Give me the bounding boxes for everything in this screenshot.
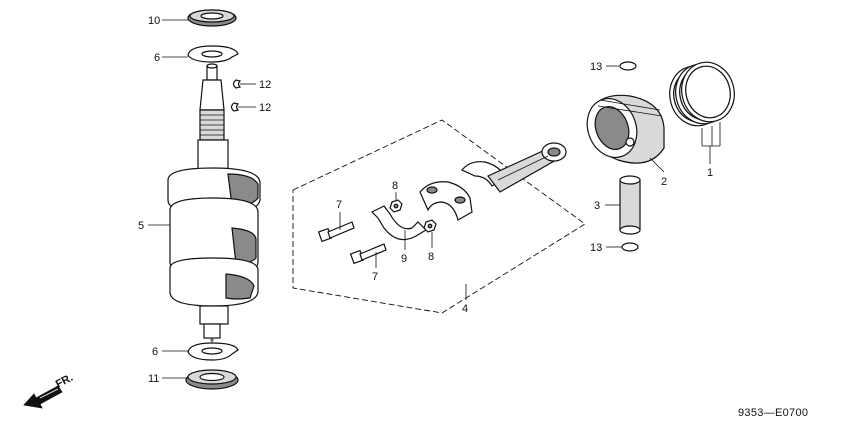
- callout-4: 4: [462, 303, 468, 315]
- connecting-rod-assembly-box: [292, 119, 586, 314]
- thrust-washer-top: [187, 45, 239, 63]
- oil-seal-top: [187, 9, 237, 27]
- rod-nut-upper: [389, 199, 403, 213]
- diagram-code: 9353—E0700: [738, 407, 808, 419]
- crankshaft: [167, 63, 261, 352]
- callout-13-bottom: 13: [590, 242, 602, 254]
- callout-10: 10: [148, 15, 160, 27]
- rod-nut-lower: [423, 219, 437, 233]
- callout-13-top: 13: [590, 61, 602, 73]
- piston: [586, 94, 665, 164]
- callout-9: 9: [401, 253, 407, 265]
- callout-5: 5: [138, 220, 144, 232]
- connecting-rod-cap: [419, 181, 473, 221]
- woodruff-key-upper: [232, 79, 242, 89]
- rod-bolt-upper: [317, 221, 355, 243]
- callout-12-upper: 12: [259, 79, 271, 91]
- thrust-washer-bottom: [187, 342, 239, 361]
- woodruff-key-lower: [230, 102, 240, 112]
- rod-bolt-lower: [349, 243, 387, 265]
- callout-11: 11: [148, 373, 159, 385]
- callout-6-bottom: 6: [152, 346, 158, 358]
- leader-lines: [148, 19, 721, 379]
- callout-1: 1: [707, 167, 713, 179]
- callout-7-lower: 7: [372, 271, 378, 283]
- piston-pin-clip-top: [619, 61, 637, 71]
- callout-6-top: 6: [154, 52, 160, 64]
- front-direction-label: FR.: [54, 372, 75, 391]
- connecting-rod: [461, 142, 567, 193]
- front-direction-arrow-icon: FR.: [23, 372, 75, 409]
- callout-7-upper: 7: [336, 199, 342, 211]
- piston-pin-clip-bottom: [621, 242, 639, 252]
- piston-rings: [669, 61, 735, 127]
- callout-12-lower: 12: [259, 102, 271, 114]
- callout-8-lower: 8: [428, 251, 434, 263]
- callout-labels: 10 6 12 12 5 6 11 7 8 9 7 8 4 13 2 1 3 1…: [138, 15, 713, 385]
- oil-dipper: [370, 205, 427, 241]
- callout-3: 3: [594, 200, 600, 212]
- oil-seal-bottom: [185, 369, 239, 390]
- callout-2: 2: [661, 176, 667, 188]
- callout-8-upper: 8: [392, 180, 398, 192]
- piston-pin: [619, 175, 641, 235]
